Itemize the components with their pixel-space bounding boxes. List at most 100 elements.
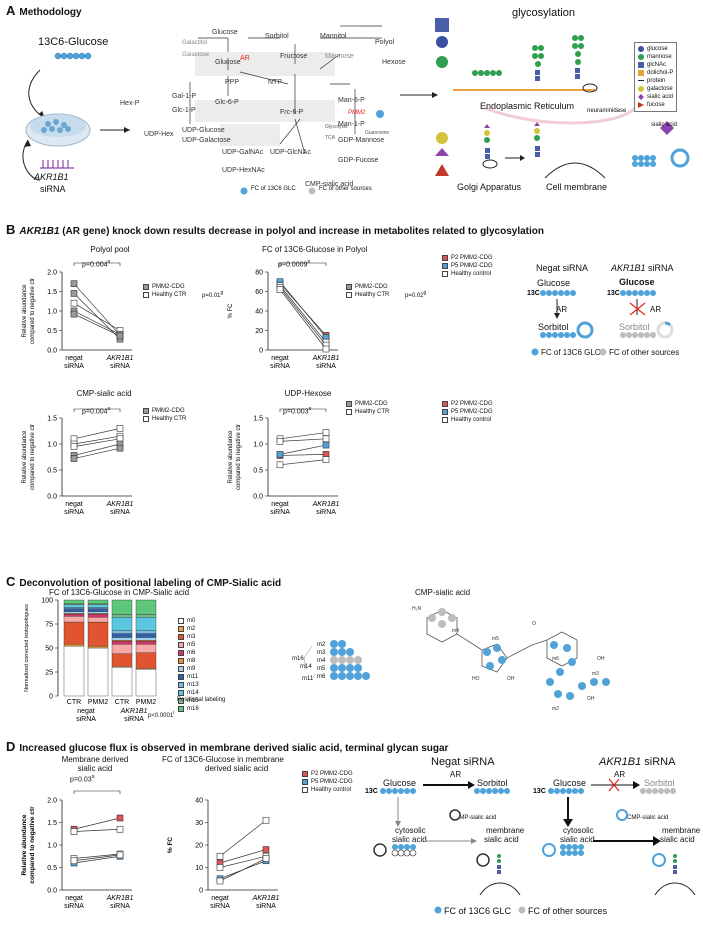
group-label: AKR1B1 <box>120 708 148 715</box>
y-tick-label: 1.5 <box>47 289 57 296</box>
met-galactose: Galactose <box>182 52 210 58</box>
data-point <box>216 852 224 860</box>
y-tick-label: 30 <box>195 820 203 827</box>
d-mem-2b: sialic acid <box>660 835 695 844</box>
y-axis-label: % FC <box>228 303 234 319</box>
data-point <box>322 441 330 449</box>
panel-title-text: Methodology <box>19 7 82 18</box>
legend-label: m9 <box>187 666 196 672</box>
d-fc1: FC of 13C6 GLC <box>444 906 512 916</box>
data-point <box>116 825 124 833</box>
bar-segment-m0 <box>63 645 85 697</box>
y-tick-label: 25 <box>45 670 53 677</box>
svg-text:m3: m3 <box>592 671 599 677</box>
x-tick-label: siRNA <box>110 509 130 516</box>
y-tick-label: 20 <box>255 328 263 335</box>
legend-item-m11: m11 <box>178 673 199 681</box>
data-point <box>70 290 78 297</box>
d-scheme-graphic: 13C 13C <box>365 778 696 914</box>
series-line <box>73 310 121 335</box>
legend-item-m15: m15 <box>178 697 199 705</box>
y-tick-label: 80 <box>255 270 263 277</box>
legend-item-m9: m9 <box>178 665 199 673</box>
bar-segment-m6 <box>111 641 133 645</box>
legend-swatch <box>178 682 184 688</box>
data-point <box>70 857 78 865</box>
svg-text:Gal-1-P: Gal-1-P <box>172 93 196 100</box>
udp-title: UDP-Hexose <box>284 389 332 398</box>
cmp-structure-title: CMP-sialic acid <box>415 588 471 597</box>
cmp-title: CMP-sialic acid <box>76 389 132 398</box>
scheme-b-graphic: 13C 13C <box>527 290 674 356</box>
legend-label: m16 <box>187 706 199 712</box>
arrow <box>400 92 438 98</box>
svg-text:13C: 13C <box>527 290 540 297</box>
significance-bracket <box>73 262 121 266</box>
svg-text:m14: m14 <box>300 664 312 670</box>
legend-label: m2 <box>187 626 196 632</box>
bar-segment-m15 <box>135 614 157 618</box>
svg-text:m16: m16 <box>292 656 304 662</box>
y-tick-label: 0 <box>199 888 203 895</box>
series-line <box>73 447 121 459</box>
legend-swatch <box>178 618 184 624</box>
x-tick-label: negat <box>65 895 83 902</box>
bar-segment-m2 <box>87 645 109 649</box>
scheme-b-glucose-1: Glucose <box>537 278 571 288</box>
fc-polyol-title: FC of 13C6-Glucose in Polyol <box>262 245 368 254</box>
data-point <box>70 310 78 318</box>
bar-segment-m14 <box>135 617 157 631</box>
sirna-gene-label: AKR1B1 <box>34 172 69 182</box>
cmp-pvalue: p=0.004s <box>82 406 111 416</box>
svg-text:UDP-Hex: UDP-Hex <box>144 131 174 138</box>
d-scheme-akr: AKR1B1 siRNA <box>599 756 676 768</box>
metabolic-pathway-diagram: Glucose Galactitol Galactose Glucose AR … <box>120 25 406 188</box>
bar-segment-m14 <box>87 604 109 608</box>
d-scheme-glucose-1: Glucose <box>383 778 417 788</box>
bar-segment-m9 <box>111 637 133 641</box>
bar-segment-m6 <box>135 641 157 645</box>
legend-item-m6: m6 <box>178 649 199 657</box>
x-tick-label: AKR1B1 <box>252 895 280 902</box>
svg-text:m6: m6 <box>552 656 559 662</box>
d-mem-1b: sialic acid <box>484 835 519 844</box>
bar-segment-m16 <box>87 599 109 605</box>
data-point <box>322 456 330 463</box>
bar-segment-m5 <box>87 617 109 623</box>
svg-text:PPP: PPP <box>225 79 239 86</box>
svg-text:m5: m5 <box>492 636 499 642</box>
series-line <box>219 849 267 864</box>
er-label: Endoplasmic Reticulum <box>480 101 575 111</box>
svg-text:m6: m6 <box>317 674 326 680</box>
y-axis-label-line: compared to negative ctr <box>30 278 36 344</box>
y-axis-label-line: Relative abundance <box>22 284 28 338</box>
legend-label: m0 <box>187 618 196 624</box>
svg-text:Polyol: Polyol <box>375 39 395 46</box>
d-scheme-ar-1: AR <box>450 770 462 779</box>
data-point <box>276 451 284 458</box>
legend-swatch <box>178 634 184 640</box>
series-line <box>279 289 327 350</box>
x-tick-label: negat <box>271 501 289 508</box>
bar-segment-m16 <box>63 599 85 605</box>
legend-swatch <box>178 658 184 664</box>
chart-polyol-pool: 0.00.51.01.52.0negatsiRNAAKR1B1siRNARela… <box>22 262 134 370</box>
series-line <box>73 293 121 340</box>
polyol-pgroup: p=0.01g <box>202 290 224 299</box>
scheme-b-ar-2: AR <box>650 305 662 314</box>
series-line <box>279 432 327 440</box>
fucose-icon <box>638 102 644 108</box>
legend-udp-full: P2 PMM2-CDG P5 PMM2-CDG Healthy control <box>442 400 493 424</box>
svg-text:Glycolysis: Glycolysis <box>325 124 348 130</box>
svg-text:CMP-sialic acid: CMP-sialic acid <box>305 181 353 188</box>
legend-swatch <box>178 626 184 632</box>
group-label: negat <box>77 708 95 715</box>
series-line <box>279 444 327 455</box>
d-cmp-1: CMP-sialic acid <box>455 815 497 821</box>
legend-label: m11 <box>187 674 199 680</box>
svg-text:O: O <box>532 621 536 627</box>
bar-segment-m9 <box>135 637 157 641</box>
scheme-b-sorbitol-1: Sorbitol <box>538 322 569 332</box>
svg-text:Man-6-P: Man-6-P <box>338 97 365 104</box>
